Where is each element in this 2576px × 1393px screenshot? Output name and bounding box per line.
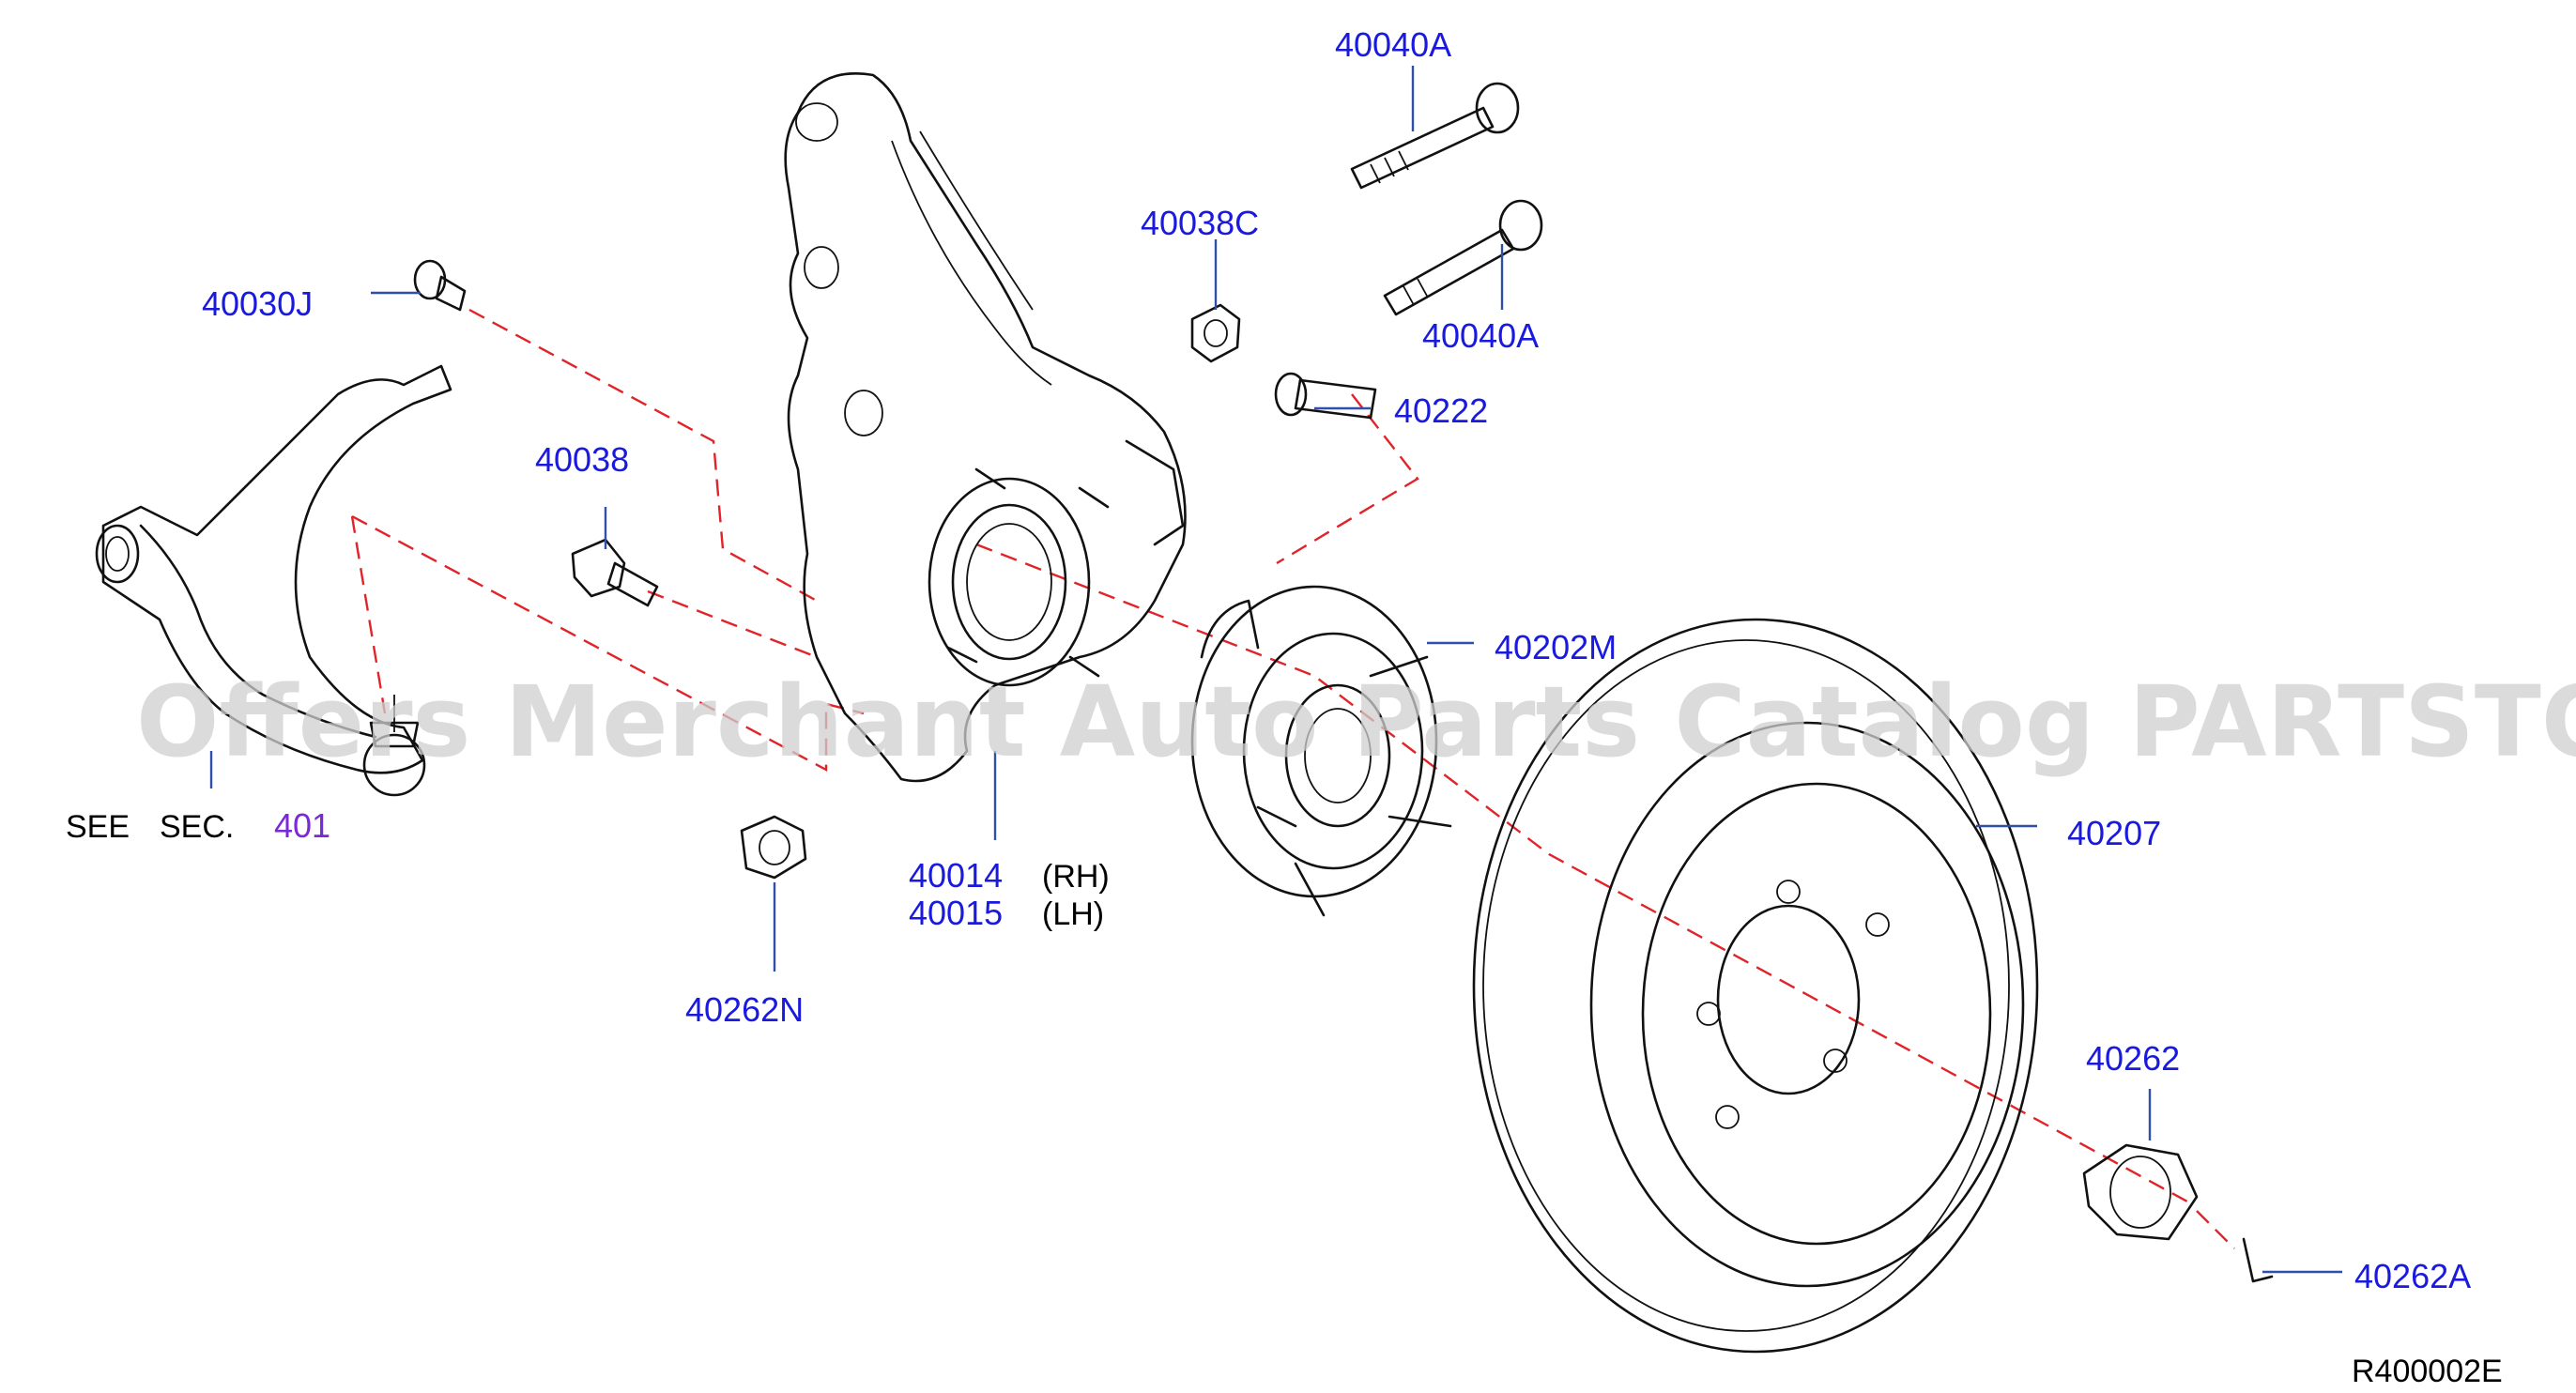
- bolt-40040a-top: [1350, 82, 1520, 190]
- label-40262[interactable]: 40262: [2086, 1039, 2180, 1078]
- label-40207[interactable]: 40207: [2067, 814, 2161, 852]
- nut-40038c: [1190, 303, 1241, 363]
- label-40014[interactable]: 40014: [909, 856, 1003, 895]
- bolt-40030j: [413, 259, 467, 312]
- cotter-pin-40262a: [2242, 1237, 2274, 1283]
- stud-40222: [1274, 372, 1377, 420]
- steering-knuckle: [784, 72, 1187, 783]
- hub-bearing-assembly: [1190, 585, 1452, 917]
- label-40015[interactable]: 40015: [909, 894, 1003, 932]
- label-40202m[interactable]: 40202M: [1495, 628, 1617, 666]
- leader-lines: [209, 66, 2342, 1274]
- label-40040a-bottom[interactable]: 40040A: [1422, 316, 1539, 355]
- label-40040a-top[interactable]: 40040A: [1335, 25, 1451, 64]
- brake-rotor: [1472, 618, 2039, 1354]
- see-text: SEE: [66, 809, 130, 845]
- label-40038[interactable]: 40038: [535, 440, 629, 479]
- lower-control-arm: [95, 364, 452, 797]
- assembly-centerlines: [350, 308, 2235, 1249]
- label-40030j[interactable]: 40030J: [202, 284, 313, 323]
- label-40038c[interactable]: 40038C: [1141, 204, 1259, 242]
- bolt-40038: [571, 538, 659, 607]
- watermark-text: Offers Merchant Auto Parts Catalog PARTS…: [136, 665, 2576, 779]
- axle-nut-40262: [2082, 1143, 2199, 1241]
- label-40222[interactable]: 40222: [1394, 391, 1488, 430]
- sec-text: SEC.: [160, 809, 234, 845]
- nut-40262n: [740, 815, 807, 880]
- label-rh: (RH): [1042, 859, 1110, 895]
- label-40262a[interactable]: 40262A: [2354, 1257, 2471, 1295]
- section-link-401[interactable]: 401: [274, 806, 330, 845]
- diagram-code: R400002E: [2352, 1354, 2503, 1389]
- label-lh: (LH): [1042, 896, 1104, 932]
- bolt-40040a-bottom: [1383, 199, 1543, 316]
- label-40262n[interactable]: 40262N: [685, 990, 804, 1029]
